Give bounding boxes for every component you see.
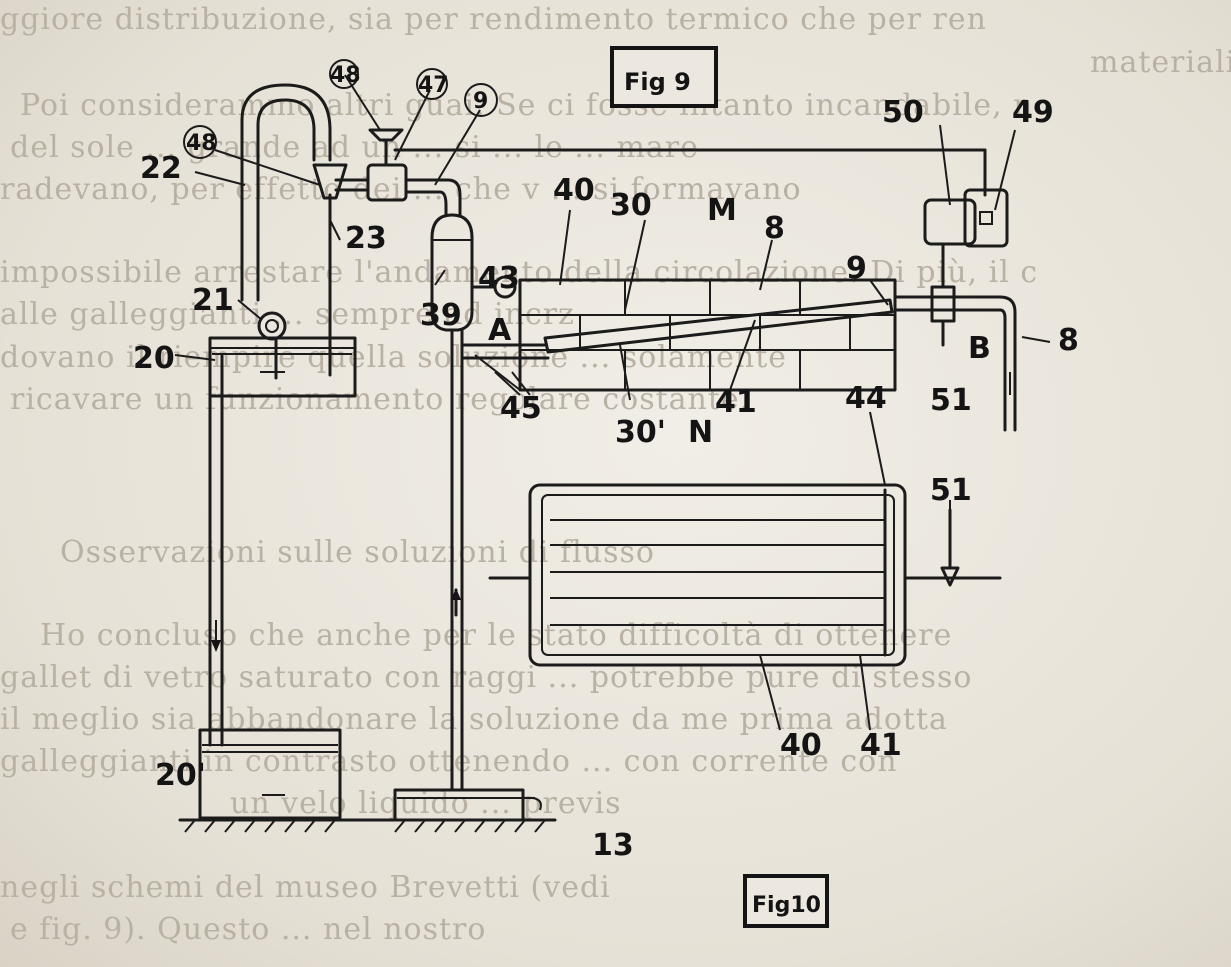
tank-20-prime bbox=[198, 728, 342, 820]
label-20: 20 bbox=[133, 341, 175, 376]
valve-51-top bbox=[930, 285, 956, 323]
pipe-22-inner bbox=[256, 98, 316, 302]
label-b: B bbox=[968, 331, 991, 366]
bg-line: il meglio sia abbandonare la soluzione d… bbox=[0, 702, 948, 737]
pipe-22 bbox=[240, 83, 332, 302]
label-20-prime: 20' bbox=[155, 758, 206, 793]
bg-line: negli schemi del museo Brevetti (vedi bbox=[0, 870, 611, 905]
valve-handle-48 bbox=[368, 128, 404, 142]
label-30-prime: 30' bbox=[615, 415, 666, 450]
label-9: 9 bbox=[473, 89, 488, 114]
label-9-right: 9 bbox=[846, 251, 867, 286]
label-n: N bbox=[688, 415, 713, 450]
label-40-fig10: 40 bbox=[780, 728, 822, 763]
bg-line: alle galleggianti ... sempre ad incrz bbox=[0, 297, 575, 332]
label-30: 30 bbox=[610, 188, 652, 223]
label-47: 47 bbox=[418, 73, 449, 98]
bg-line: Poi considerammo altri guai. Se ci fosse… bbox=[20, 88, 1034, 123]
fig9-caption: Fig 9 bbox=[624, 68, 691, 96]
slanted-tube-41 bbox=[543, 298, 894, 354]
bg-line: un velo liquido ... previs bbox=[230, 786, 622, 821]
tank-20 bbox=[208, 336, 357, 398]
label-8: 8 bbox=[764, 211, 785, 246]
label-45: 45 bbox=[500, 391, 542, 426]
label-40: 40 bbox=[553, 173, 595, 208]
panel-m bbox=[518, 278, 897, 392]
funnel-48 bbox=[312, 163, 348, 200]
label-a: A bbox=[488, 313, 512, 348]
label-49: 49 bbox=[1012, 95, 1054, 130]
bg-line: Osservazioni sulle soluzioni di flusso bbox=[60, 535, 655, 570]
label-50: 50 bbox=[882, 95, 924, 130]
bg-line: ricavare un funzionamento regolare costa… bbox=[10, 382, 751, 417]
bg-line: galleggianti in contrasto ottenendo ... … bbox=[0, 744, 898, 779]
bg-line: del sole ... grande ad un ... si ... le … bbox=[10, 130, 699, 165]
label-8-right: 8 bbox=[1058, 323, 1079, 358]
fig10-caption: Fig10 bbox=[752, 893, 821, 918]
bg-line: dovano il riempire quella soluzione ... … bbox=[0, 340, 788, 375]
label-43: 43 bbox=[478, 261, 520, 296]
label-44: 44 bbox=[845, 381, 887, 416]
label-48-left: 48 bbox=[186, 131, 217, 156]
label-21: 21 bbox=[192, 283, 234, 318]
bg-line: ggiore distribuzione, sia per rendimento… bbox=[0, 2, 987, 37]
label-51-bottom: 51 bbox=[930, 473, 972, 508]
pump-21 bbox=[257, 311, 287, 341]
label-23: 23 bbox=[345, 221, 387, 256]
label-22: 22 bbox=[140, 151, 182, 186]
label-41: 41 bbox=[715, 385, 757, 420]
condenser-39 bbox=[430, 213, 474, 332]
fig10-panel bbox=[488, 483, 1002, 667]
label-51-top: 51 bbox=[930, 383, 972, 418]
part-labels: 48 47 9 48 22 23 21 20 20' 43 40 30 M 8 … bbox=[133, 59, 1079, 863]
leader-lines bbox=[174, 74, 1051, 731]
ground-hatching bbox=[184, 819, 546, 833]
fig9-caption-box: Fig 9 bbox=[610, 46, 718, 108]
bg-line: e fig. 9). Questo ... nel nostro bbox=[10, 912, 487, 947]
bg-line: Ho concluso che anche per le stato diffi… bbox=[40, 618, 953, 653]
tank-13 bbox=[393, 788, 542, 822]
valve-47 bbox=[366, 163, 408, 202]
pipe-9 bbox=[404, 178, 462, 217]
label-48: 48 bbox=[330, 63, 361, 88]
label-m: M bbox=[707, 193, 737, 228]
bg-line: materiali. bbox=[1090, 45, 1231, 80]
label-41-fig10: 41 bbox=[860, 728, 902, 763]
label-39: 39 bbox=[420, 298, 462, 333]
label-13: 13 bbox=[592, 828, 634, 863]
motor-50 bbox=[923, 188, 1009, 272]
fig10-caption-box: Fig10 bbox=[743, 874, 829, 928]
